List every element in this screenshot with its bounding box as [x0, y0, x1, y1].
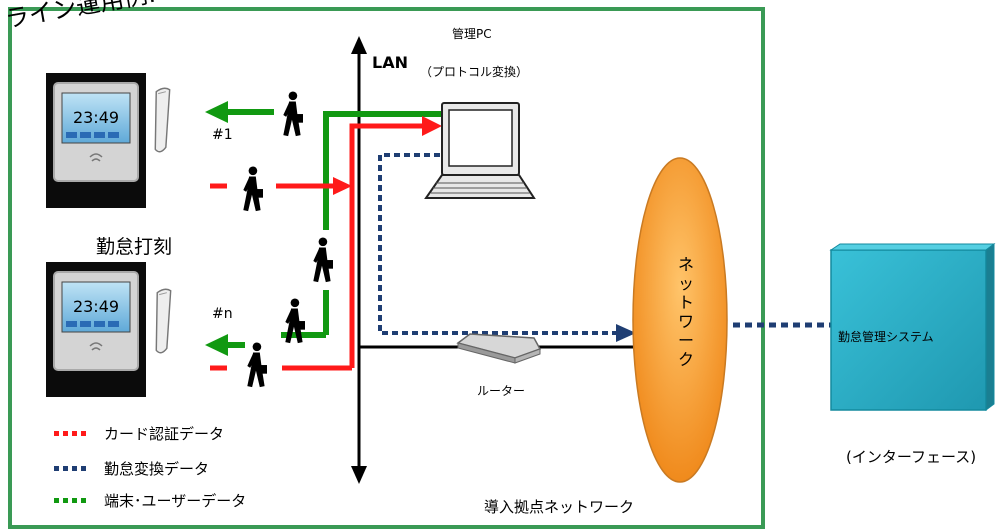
legend-item-terminal-user: 端末･ユーザーデータ: [54, 490, 246, 511]
person-icon: [283, 91, 303, 137]
attendance-terminal-n: [46, 262, 146, 397]
terminal-n-label: #n: [212, 306, 233, 322]
network-label: ネットワーク: [677, 255, 694, 369]
clock-display-1: 23:49: [73, 108, 119, 127]
legend-dots-red: [54, 431, 90, 436]
legend-label: 端末･ユーザーデータ: [104, 492, 247, 510]
legend-label: カード認証データ: [104, 425, 225, 443]
router-icon: [456, 333, 542, 364]
person-icon: [243, 166, 263, 212]
protocol-conversion-label: （プロトコル変換）: [420, 65, 529, 79]
attendance-terminal-1: [46, 73, 146, 208]
laptop-icon: [424, 102, 536, 199]
router-label: ルーター: [477, 384, 526, 398]
card-reader-icon: [154, 87, 171, 153]
legend-dots-green: [54, 498, 90, 503]
attendance-system-box: [829, 243, 996, 411]
conversion-data-line: [378, 153, 831, 342]
network-cloud: [632, 157, 728, 483]
clock-display-n: 23:49: [73, 297, 119, 316]
punch-label: 勤怠打刻: [96, 236, 173, 258]
card-reader-icon: [155, 288, 172, 354]
site-network-label: 導入拠点ネットワーク: [484, 498, 635, 516]
person-icon: [247, 342, 267, 388]
person-icon: [313, 237, 333, 283]
legend-item-card-auth: カード認証データ: [54, 423, 224, 444]
lan-label: LAN: [372, 53, 408, 72]
terminal-user-data-line: [205, 101, 442, 356]
lan-line: [351, 36, 367, 484]
legend-dots-blue: [54, 466, 90, 471]
management-pc-label: 管理PC: [452, 27, 492, 41]
legend-item-conversion: 勤怠変換データ: [54, 458, 209, 479]
terminal-1-label: #1: [212, 127, 233, 143]
attendance-system-label: 勤怠管理システム: [838, 330, 934, 344]
legend-label: 勤怠変換データ: [104, 460, 210, 478]
card-auth-data-line: [210, 116, 442, 371]
site-frame: [8, 7, 765, 529]
interface-label: (インターフェース): [846, 448, 977, 466]
